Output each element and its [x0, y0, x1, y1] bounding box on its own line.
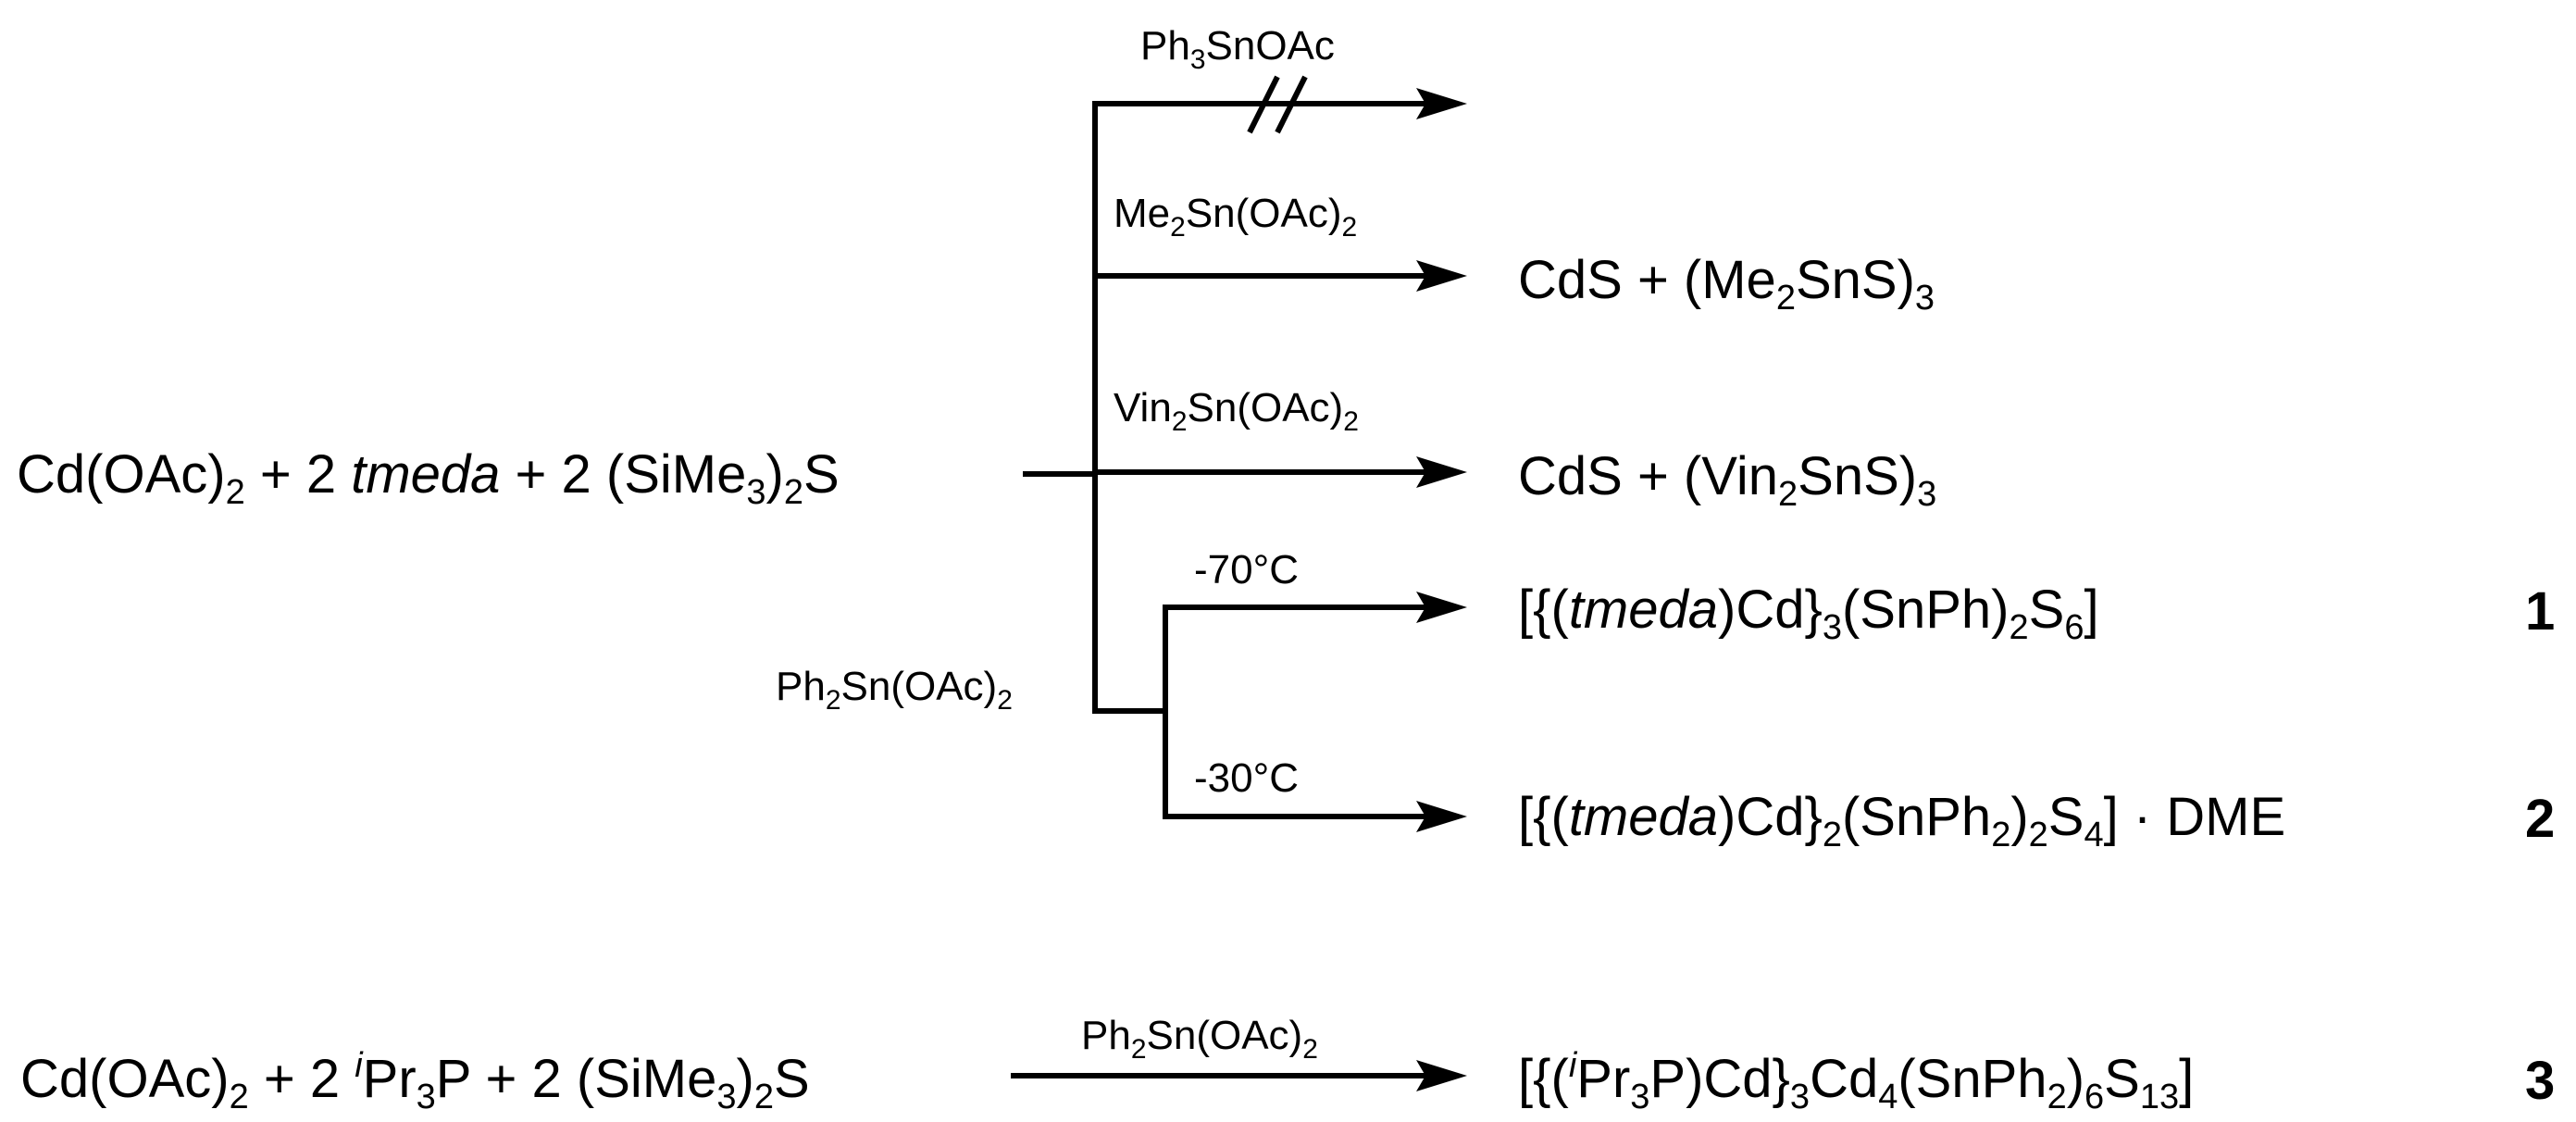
reaction2-arrowhead: [1416, 1060, 1467, 1091]
vin2sn-reagent: Vin2Sn(OAc)2: [1114, 385, 1359, 437]
low-temp-arrowhead: [1416, 592, 1467, 623]
me2-product: CdS + (Me2SnS)3: [1518, 250, 1935, 318]
vin2-product: CdS + (Vin2SnS)3: [1518, 446, 1936, 514]
reaction1-reactants: Cd(OAc)2 + 2 tmeda + 2 (SiMe3)2S: [17, 444, 840, 512]
compound-2-formula: [{(tmeda)Cd}2(SnPh2)2S4] · DME: [1518, 787, 2285, 854]
high-temp-condition: -30°C: [1194, 755, 1299, 801]
me2sn-reagent: Me2Sn(OAc)2: [1114, 191, 1357, 243]
reaction2-reagent: Ph2Sn(OAc)2: [1081, 1013, 1318, 1065]
me2-arrowhead: [1416, 260, 1467, 292]
ph2sn-reagent: Ph2Sn(OAc)2: [776, 664, 1013, 716]
reaction2-reactants: Cd(OAc)2 + 2 iPr3P + 2 (SiMe3)2S: [20, 1046, 810, 1116]
compound-3-formula: [{(iPr3P)Cd}3Cd4(SnPh2)6S13]: [1518, 1046, 2194, 1116]
ph3-arrowhead: [1416, 88, 1467, 119]
compound-1-formula: [{(tmeda)Cd}3(SnPh)2S6]: [1518, 580, 2099, 647]
ph3snoac-reagent: Ph3SnOAc: [1140, 23, 1335, 75]
compound-3-label: 3: [2525, 1051, 2555, 1111]
compound-2-label: 2: [2525, 789, 2555, 849]
vin2-arrowhead: [1416, 456, 1467, 488]
high-temp-arrowhead: [1416, 801, 1467, 832]
low-temp-condition: -70°C: [1194, 547, 1299, 592]
compound-1-label: 1: [2525, 581, 2555, 642]
no-reaction-mark: [1247, 75, 1308, 134]
